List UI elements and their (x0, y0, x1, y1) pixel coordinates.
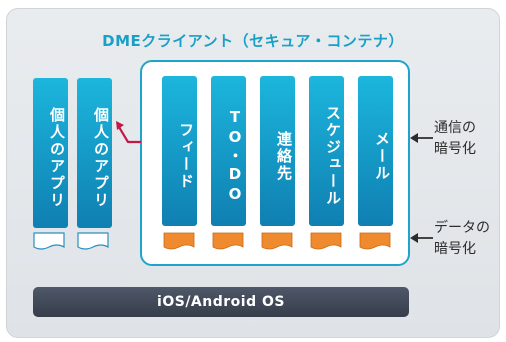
left-arrow-icon (410, 133, 433, 143)
blocked-arrow-icon (116, 121, 141, 144)
encrypted-document-icon (261, 232, 293, 250)
comm-encryption-line2: 暗号化 (434, 141, 476, 157)
comm-encryption-line1: 通信の (434, 120, 476, 136)
encrypted-document-icon (310, 232, 342, 250)
encrypted-document-icon (359, 232, 391, 250)
left-arrow-icon (410, 233, 433, 243)
plain-document-icon (33, 232, 65, 250)
app-feed: フィード (162, 76, 197, 226)
data-encryption-line2: 暗号化 (434, 241, 476, 257)
personal-app-2: 個人のアプリ (77, 78, 112, 228)
plain-document-icon (77, 232, 109, 250)
os-bar: iOS/Android OS (33, 287, 409, 317)
container-title: DMEクライアント（セキュア・コンテナ） (102, 32, 404, 50)
data-encryption-label: データの 暗号化 (434, 218, 490, 260)
data-encryption-line1: データの (434, 220, 490, 236)
app-mail: メール (358, 76, 393, 226)
app-contacts: 連絡先 (260, 76, 295, 226)
app-todo: TO・DO (211, 76, 246, 226)
encrypted-document-icon (163, 232, 195, 250)
encrypted-document-icon (212, 232, 244, 250)
personal-app-1: 個人のアプリ (33, 78, 68, 228)
app-schedule: スケジュール (309, 76, 344, 226)
comm-encryption-label: 通信の 暗号化 (434, 118, 476, 160)
